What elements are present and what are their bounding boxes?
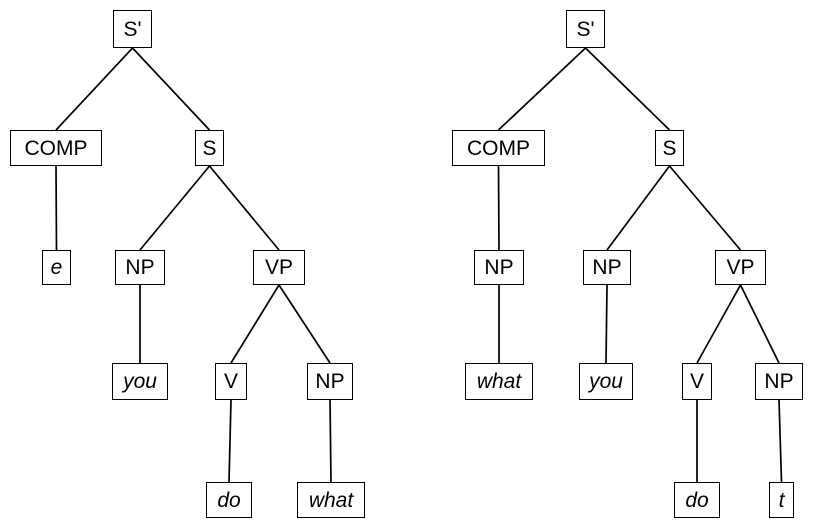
tree-edge-L-NP2-to-L-what [329, 399, 332, 483]
tree-edge-R-NP2-to-R-t [778, 399, 783, 483]
tree-edge-L-Sbar-to-L-COMP [55, 47, 134, 131]
tree-edge-L-COMP-to-L-e [55, 165, 58, 251]
nonterminal-node-L-COMP: COMP [10, 130, 102, 166]
nonterminal-node-R-COMP: COMP [452, 130, 545, 166]
terminal-node-R-you: you [579, 363, 633, 400]
tree-edge-L-VP-to-L-NP2 [278, 284, 331, 364]
tree-edge-L-V-to-L-do [228, 399, 232, 483]
nonterminal-node-R-NP2: NP [755, 363, 803, 400]
tree-edge-R-COMP-to-R-NP0 [497, 165, 500, 251]
nonterminal-node-L-NP1: NP [115, 250, 165, 285]
terminal-node-R-what: what [465, 363, 533, 400]
terminal-node-L-do: do [206, 482, 252, 518]
tree-edge-R-Sbar-to-R-S [584, 47, 671, 131]
nonterminal-node-L-NP2: NP [307, 363, 353, 400]
nonterminal-node-R-Sbar: S' [566, 10, 605, 48]
tree-edge-L-S-to-L-NP1 [139, 165, 211, 251]
tree-edge-R-S-to-R-NP1 [606, 165, 671, 251]
edges-group [55, 47, 783, 483]
terminal-node-L-e: e [42, 250, 71, 285]
tree-edge-R-VP-to-R-NP2 [739, 284, 780, 364]
nonterminal-node-L-S: S [195, 130, 224, 166]
nonterminal-node-L-V: V [215, 363, 247, 400]
tree-edge-R-Sbar-to-R-COMP [497, 47, 587, 131]
terminal-node-L-you: you [112, 363, 168, 400]
nonterminal-node-R-VP: VP [715, 250, 766, 285]
terminal-node-L-what: what [297, 482, 365, 518]
nonterminal-node-L-Sbar: S' [113, 10, 152, 48]
tree-edge-L-Sbar-to-L-S [131, 47, 211, 131]
nonterminal-node-R-S: S [655, 130, 684, 166]
nonterminal-node-L-VP: VP [253, 250, 305, 285]
nonterminal-node-R-V: V [682, 363, 712, 400]
nonterminal-node-R-NP0: NP [474, 250, 524, 285]
tree-edge-L-VP-to-L-V [230, 284, 280, 364]
tree-edge-R-NP1-to-R-you [605, 284, 608, 364]
terminal-node-R-t: t [769, 482, 794, 518]
terminal-node-R-do: do [674, 482, 720, 518]
tree-edge-L-S-to-L-VP [208, 165, 280, 251]
tree-edge-R-S-to-R-VP [668, 165, 742, 251]
tree-edge-R-VP-to-R-V [696, 284, 742, 364]
nonterminal-node-R-NP1: NP [583, 250, 631, 285]
